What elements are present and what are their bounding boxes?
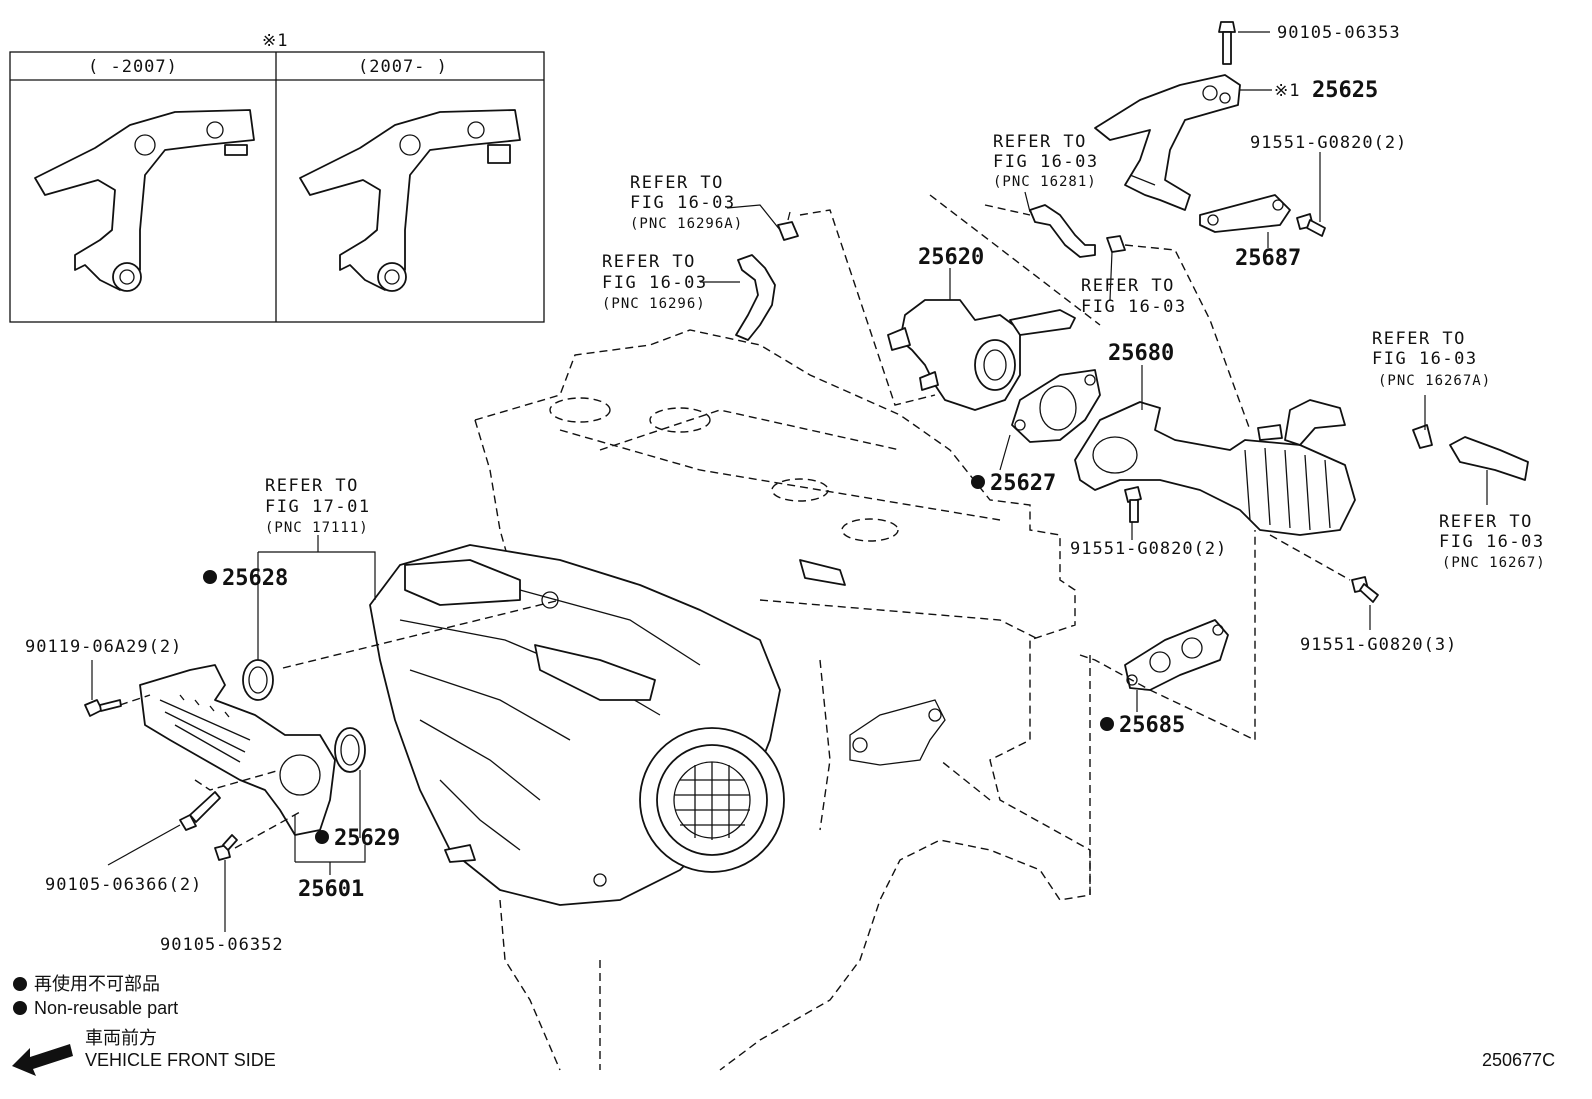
ref-pnc-16296a: REFER TO FIG 16-03 (PNC 16296A) [630,173,743,232]
label-91551-g0820-2-mid: 91551-G0820(2) [1070,539,1227,559]
ref-16296-line3: (PNC 16296) [602,296,706,312]
engine-block-outline [474,329,1091,1071]
label-90105-06366: 90105-06366(2) [45,875,202,895]
part-25625-bracket [1094,74,1241,211]
label-90119-06a29: 90119-06A29(2) [25,637,182,657]
ref-17111-line3: (PNC 17111) [265,520,369,536]
front-arrow-icon [12,1044,73,1076]
ref-pnc-16267a: REFER TO FIG 16-03 (PNC 16267A) [1372,329,1491,389]
label-25687: 25687 [1235,246,1301,271]
inset-marker: ※1 [262,31,288,51]
part-25620-egr-valve [887,299,1076,411]
part-25680-egr-cooler [1074,399,1356,536]
ref-16281-line3: (PNC 16281) [993,174,1097,190]
label-25625: 25625 [1312,78,1378,103]
label-25620: 25620 [918,245,984,270]
bolt-91551-top-icon [1296,213,1326,237]
inset-header-right: (2007- ) [358,57,448,77]
label-25629: 25629 [334,826,400,851]
label-25627: 25627 [990,471,1056,496]
clip-1603-icon [1106,235,1126,253]
ref-17111-line1: REFER TO [265,476,359,496]
legend-front-en: VEHICLE FRONT SIDE [85,1050,276,1070]
legend: 再使用不可部品 Non-reusable part 車両前方 VEHICLE F… [12,974,276,1076]
gasket-25628-icon [242,659,274,701]
ref-pnc-16281: REFER TO FIG 16-03 (PNC 16281) [993,132,1099,190]
hose-16281-icon [1029,204,1096,258]
hose-16267-icon [1449,436,1529,481]
label-25625-marker: ※1 [1274,81,1300,101]
bolt-90105-06353-icon [1218,21,1236,65]
label-25680: 25680 [1108,341,1174,366]
ref-16267a-line3: (PNC 16267A) [1378,373,1491,389]
ref-16296a-line1: REFER TO [630,173,724,193]
bolt-91551-mid-icon [1124,486,1142,523]
part-25601-egr-pipe [139,664,336,836]
ref-17111-line2: FIG 17-01 [265,497,371,517]
label-25627-group: 25627 [971,471,1056,496]
label-25628: 25628 [222,566,288,591]
nonreusable-bullet-icon-2 [13,1001,27,1015]
intake-manifold [369,544,785,906]
label-91551-g0820-2-top: 91551-G0820(2) [1250,133,1407,153]
clip-16267a-icon [1412,424,1433,449]
ref-16267-line3: (PNC 16267) [1442,555,1546,571]
ref-1603-line2: FIG 16-03 [1081,297,1187,317]
inset-box: ※1 ( -2007) (2007- ) [9,31,545,323]
label-25628-group: 25628 [203,566,288,591]
inset-bracket-new-icon [299,109,521,292]
label-90105-06353: 90105-06353 [1277,23,1401,43]
inset-header-left: ( -2007) [88,57,178,77]
ref-pnc-16296: REFER TO FIG 16-03 (PNC 16296) [602,252,708,312]
bolt-90105-06352-icon [214,834,238,861]
gasket-25627-icon [1011,369,1101,443]
label-25601: 25601 [298,877,364,902]
ref-pnc-17111: REFER TO FIG 17-01 (PNC 17111) [265,476,371,536]
gasket-25685-icon [1124,619,1229,691]
ref-16281-line1: REFER TO [993,132,1087,152]
ref-16267a-line2: FIG 16-03 [1372,349,1478,369]
ref-16296-line1: REFER TO [602,252,696,272]
ref-16296a-line3: (PNC 16296A) [630,216,743,232]
ref-16267-line1: REFER TO [1439,512,1533,532]
figure-id: 250677C [1482,1050,1555,1070]
label-25685: 25685 [1119,713,1185,738]
ref-16267a-line1: REFER TO [1372,329,1466,349]
legend-nonreusable-en: Non-reusable part [34,998,178,1018]
ref-16267-line2: FIG 16-03 [1439,532,1545,552]
bolt-90119-icon [84,699,122,717]
ref-16296a-line2: FIG 16-03 [630,193,736,213]
part-25687-plate [1199,194,1291,233]
ref-16296-line2: FIG 16-03 [602,273,708,293]
ref-1603-line1: REFER TO [1081,276,1175,296]
ref-16281-line2: FIG 16-03 [993,152,1099,172]
clip-16296a-icon [777,211,799,241]
legend-front-jp: 車両前方 [85,1028,157,1048]
label-91551-g0820-3: 91551-G0820(3) [1300,635,1457,655]
gasket-25629-icon [334,727,366,773]
bolt-90105-06366-icon [179,791,221,831]
hose-16296-icon [735,254,776,341]
ref-pnc-16267: REFER TO FIG 16-03 (PNC 16267) [1439,512,1546,571]
bolt-91551-3-icon [1351,576,1379,603]
inset-bracket-old-icon [34,109,255,292]
label-90105-06352: 90105-06352 [160,935,284,955]
ref-fig-16-03: REFER TO FIG 16-03 [1081,276,1187,317]
label-25629-group: 25629 [315,826,400,851]
legend-nonreusable-jp: 再使用不可部品 [34,974,160,994]
nonreusable-bullet-icon [13,977,27,991]
label-25685-group: 25685 [1100,713,1185,738]
